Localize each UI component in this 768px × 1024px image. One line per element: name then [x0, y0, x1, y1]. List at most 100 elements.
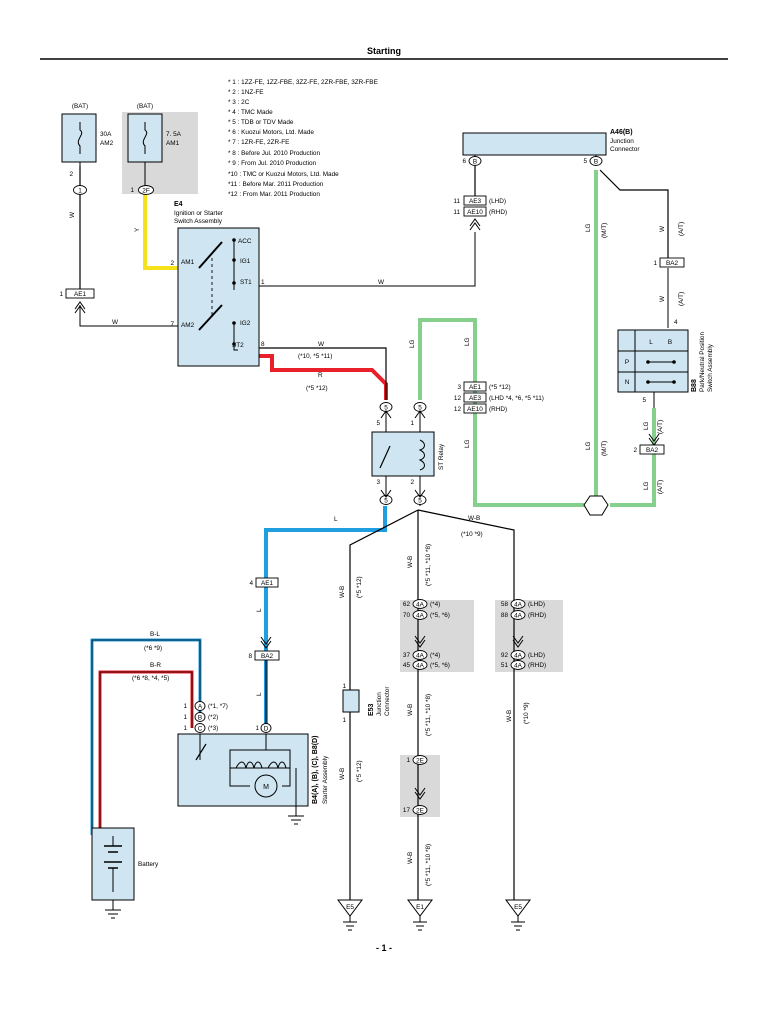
pin-number: 2	[69, 171, 73, 178]
page-number: - 1 -	[376, 943, 392, 953]
pnp-id: B88	[691, 379, 698, 392]
terminal-am2: AM2	[181, 322, 195, 329]
wire-y	[143, 194, 178, 270]
switch-contact-icon	[198, 241, 223, 269]
connector-ba2-upper	[659, 257, 685, 268]
condition-label: (*4)	[430, 601, 440, 608]
connector-arrow-icon	[260, 636, 272, 649]
st-relay-name: ST Relay	[438, 443, 445, 470]
condition-lhd: (LHD)	[528, 601, 545, 608]
condition-label: (*5 *12)	[356, 760, 363, 782]
pin-number: 37	[403, 652, 411, 659]
connector-2f	[138, 185, 154, 195]
pin-label: 1	[78, 188, 82, 195]
pnp-pos-b: B	[668, 339, 672, 346]
ground-point-e5-right	[505, 899, 531, 917]
junction-a46-name-2: Connector	[610, 146, 640, 153]
pin-number: 3	[376, 479, 380, 486]
junction-e53-id: E53	[368, 703, 375, 716]
note: * 9 : From Jul. 2010 Production	[228, 160, 317, 167]
pin-number: 1	[653, 260, 657, 267]
connector-5-label: 5	[418, 498, 422, 505]
ground-e5-label: E5	[346, 904, 354, 911]
connector-b-6	[468, 156, 482, 166]
pnp-contact	[672, 360, 676, 364]
wire-label-w: W	[659, 295, 666, 302]
note: * 8 : Before Jul. 2010 Production	[228, 150, 320, 157]
condition-at: (A/T)	[678, 292, 685, 306]
terminal-ig1: IG1	[240, 258, 251, 265]
note: *10 : TMC or Kuozui Motors, Ltd. Made	[228, 171, 339, 178]
pin-number: 3	[457, 384, 461, 391]
connector-4a	[412, 650, 428, 660]
coil-icon	[267, 761, 287, 769]
pnp-pos-l: L	[649, 339, 653, 346]
connector-4a	[510, 610, 526, 620]
connector-arrow-icon	[469, 218, 481, 231]
wire-label-lg: LG	[643, 421, 650, 430]
connector-ae1-label: AE1	[261, 580, 274, 587]
fuse-am2-body	[61, 113, 97, 163]
condition-label: (*1, *7)	[208, 703, 228, 710]
connector-4a	[510, 650, 526, 660]
pin-number: 2	[410, 479, 414, 486]
ground-point-e5-left	[337, 899, 363, 917]
condition-lhd: (LHD)	[528, 652, 545, 659]
switch-contact-icon	[195, 743, 207, 761]
wire-wb-e5-left	[349, 509, 419, 900]
connector-4a-label: 4A	[514, 602, 523, 609]
fuse-am2-rating: 30A	[100, 131, 112, 138]
fuse-am1-rating: 7. 5A	[166, 131, 182, 138]
pin-number: 1	[255, 725, 259, 732]
junction-a46-id: A46(B)	[610, 129, 633, 136]
connector-arrow-icon	[512, 635, 524, 648]
connector-arrow-icon	[414, 635, 426, 648]
note: * 1 : 1ZZ-FE, 1ZZ-FBE, 3ZZ-FE, 2ZR-FBE, …	[228, 79, 378, 86]
wire-bl-core	[91, 639, 201, 835]
condition-label: (*5 *12)	[356, 576, 363, 598]
condition-mt: (M/T)	[601, 223, 608, 238]
wire-label-lg: LG	[643, 481, 650, 490]
condition-label: (*6 *9)	[144, 645, 162, 652]
note: * 3 : 2C	[228, 99, 250, 106]
pin-number: 4	[249, 580, 253, 587]
pin-number: 62	[403, 601, 411, 608]
pin-number: 70	[403, 612, 411, 619]
wire-label-wb: W-B	[407, 852, 414, 864]
connector-4a	[412, 599, 428, 609]
connector-b-label: B	[473, 159, 477, 166]
connector-ae3-mid	[463, 392, 487, 403]
terminal-c-label: C	[198, 726, 203, 733]
condition-at: (A/T)	[657, 420, 664, 434]
wire-label-wb: W-B	[407, 704, 414, 716]
pin-number: 12	[454, 395, 462, 402]
connector-4a	[412, 660, 428, 670]
fuse-am2-source: (BAT)	[72, 103, 88, 110]
note: *11 : Before Mar. 2011 Production	[228, 181, 324, 188]
condition-label: (*6 *8, *4, *5)	[132, 675, 169, 682]
terminal-a-label: A	[198, 704, 203, 711]
starter-body	[177, 733, 309, 807]
wire-label-l: L	[334, 516, 338, 523]
fuse-am1-source: (BAT)	[137, 103, 153, 110]
note: *12 : From Mar. 2011 Production	[228, 191, 320, 198]
connector-4a-label: 4A	[416, 613, 425, 620]
connector-4a	[412, 610, 428, 620]
condition-label: (*5 *11, *10 *8)	[425, 544, 432, 586]
terminal-d-label: D	[264, 726, 269, 733]
condition-label: (*5 *11, *10 *8)	[425, 694, 432, 736]
condition-label: (*2)	[208, 714, 218, 721]
connector-ae1-label: AE1	[74, 291, 87, 298]
condition-label: (*5 *12)	[306, 385, 328, 392]
wire-label-lg: LG	[464, 439, 471, 448]
pin-number: 12	[454, 406, 462, 413]
wire-w-st1	[259, 232, 476, 287]
switch-contact-icon	[648, 361, 674, 383]
pin-number: 45	[403, 662, 411, 669]
fuse-am1-name: AM1	[166, 140, 180, 147]
pnp-name-1: Park/Neutral Position	[699, 332, 706, 392]
terminal-b	[194, 712, 206, 722]
wire-joint-hex	[583, 495, 609, 516]
condition-mt: (M/T)	[601, 441, 608, 456]
terminal-st2: ST2	[232, 342, 244, 349]
